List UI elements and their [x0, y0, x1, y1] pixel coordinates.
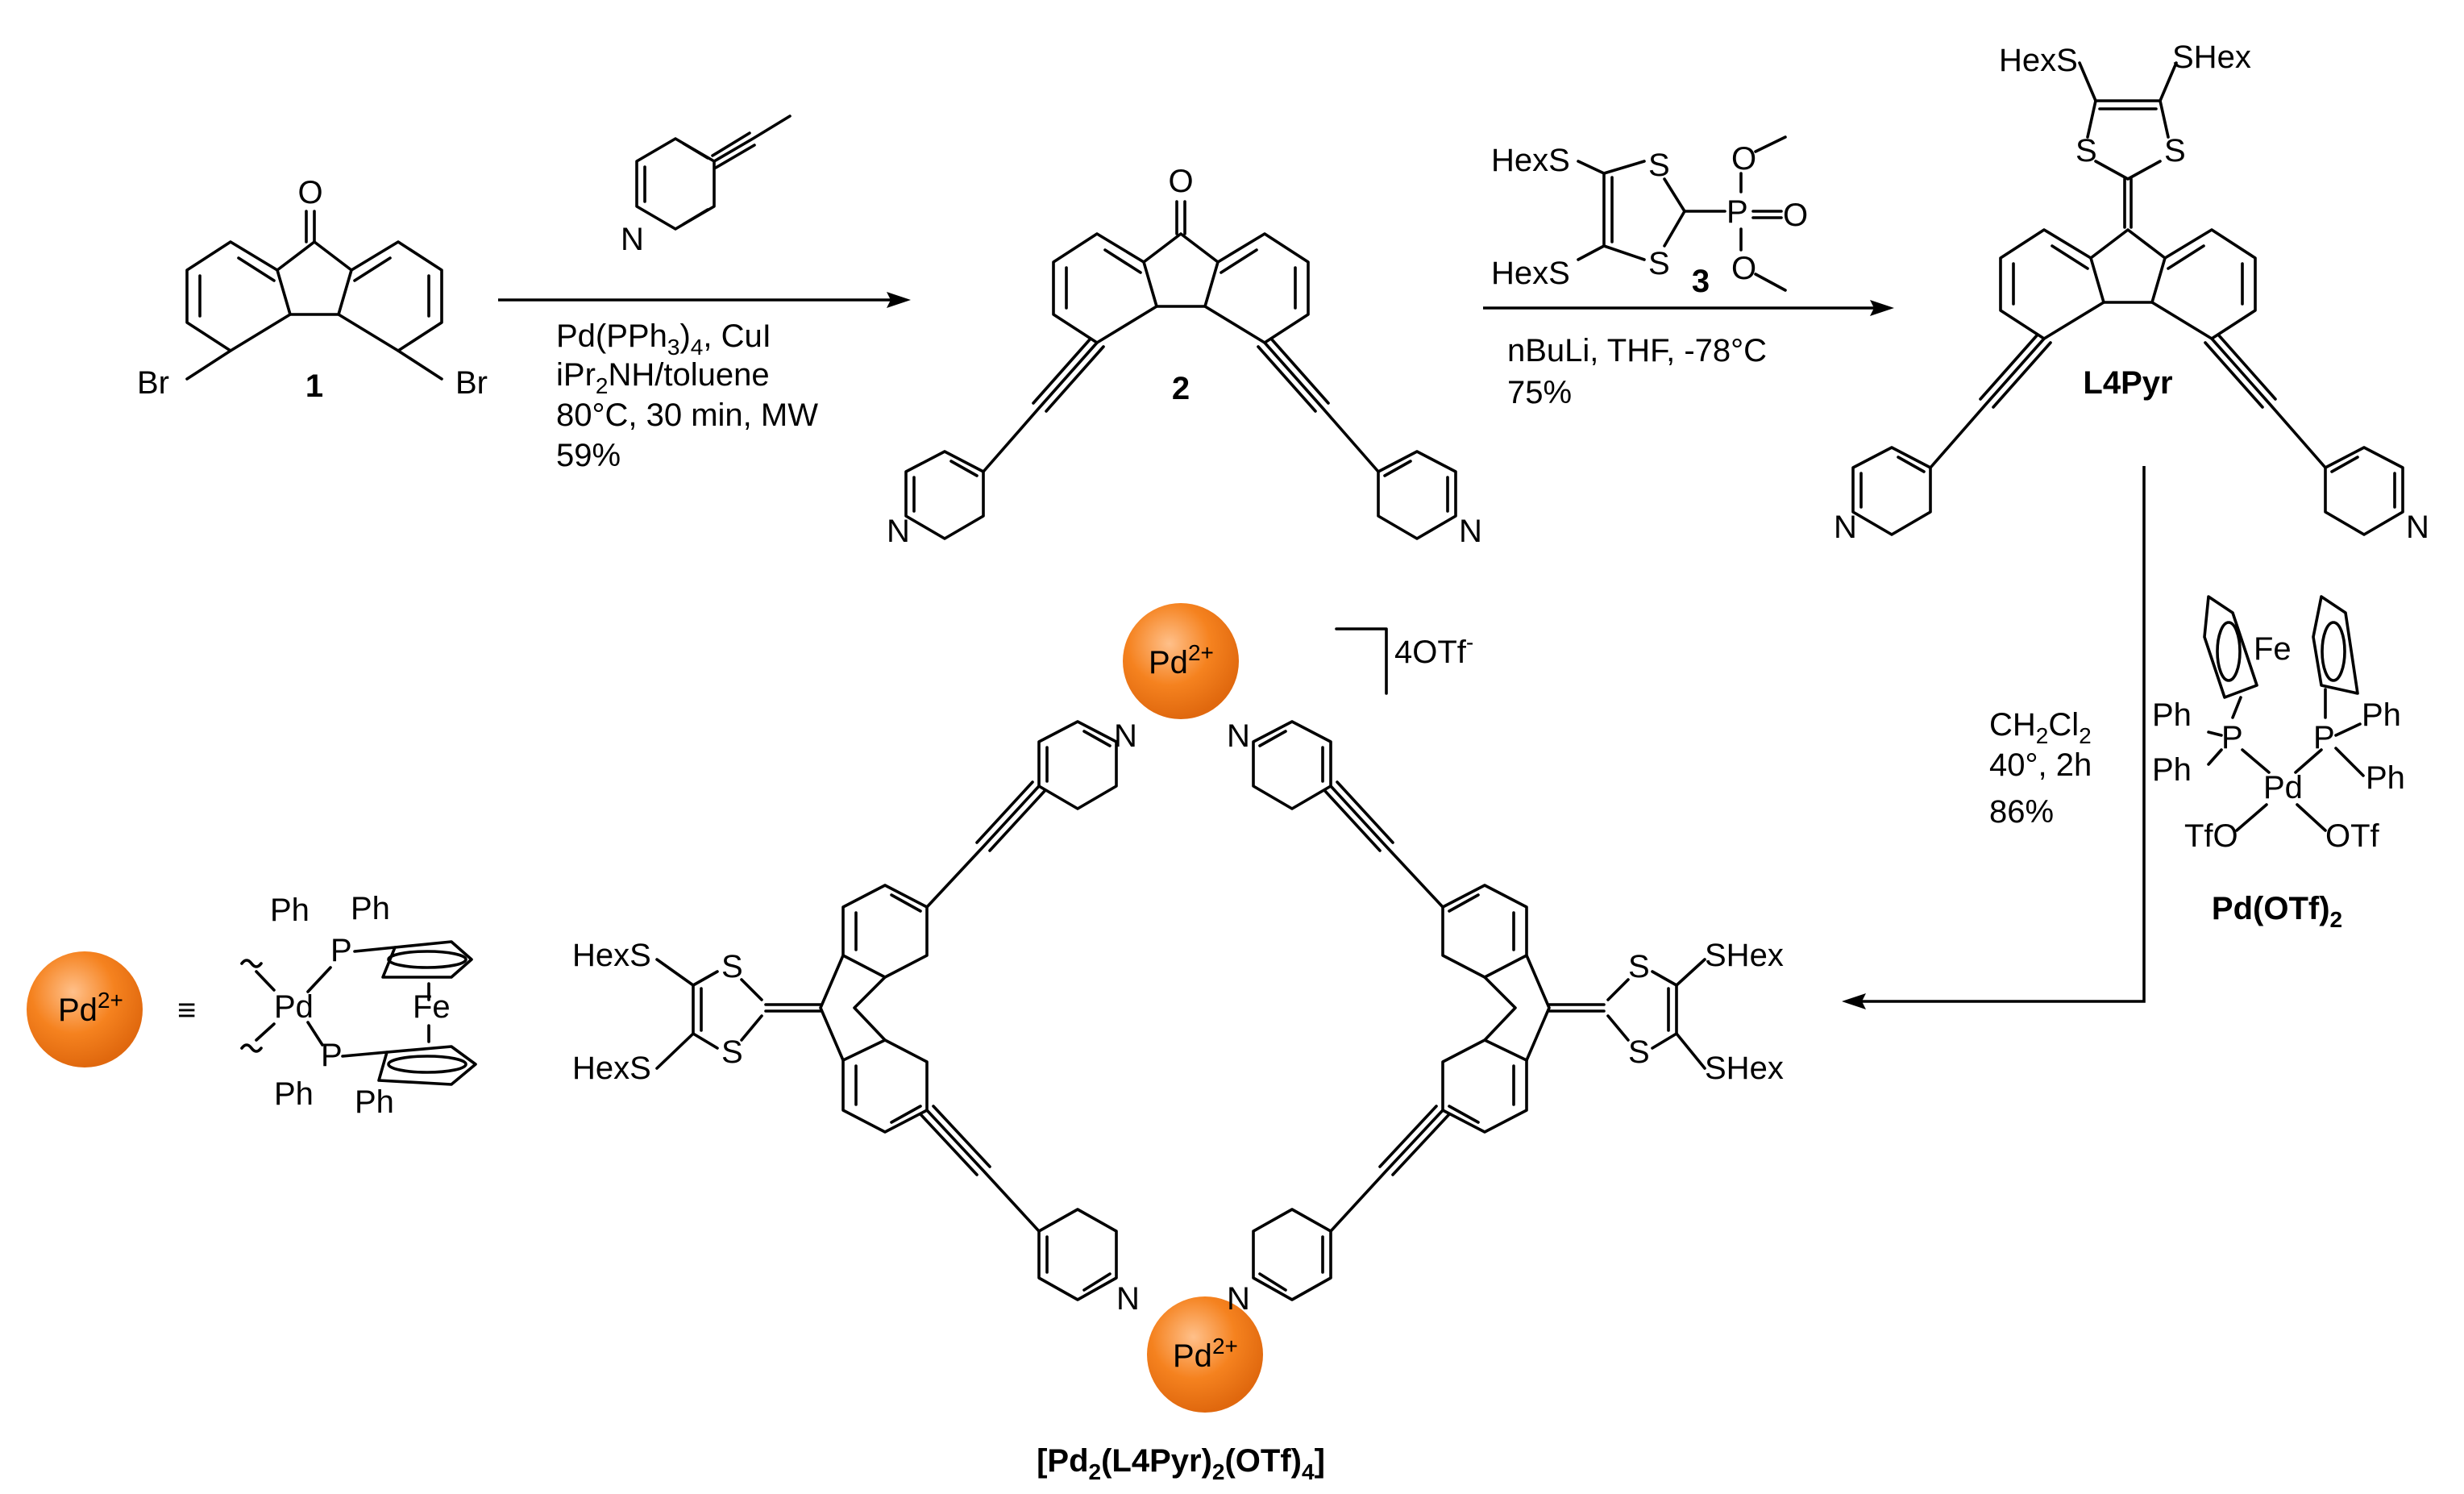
- step2-conditions: nBuLi, THF, -78°C 75%: [1507, 333, 1767, 410]
- cage-pyridine-n-tr: N: [1227, 718, 1250, 754]
- pd-sphere-legend: Pd2+ ≡ Ph Ph P Pd P Ph Ph Fe: [27, 891, 477, 1120]
- step2-yield: 75%: [1507, 375, 1572, 410]
- legend-phosphorus-top: P: [330, 933, 352, 968]
- cage-right-shex-top: SHex: [1705, 938, 1784, 973]
- reaction-arrow-3: [1842, 466, 2146, 1009]
- cage-right-shex-bottom: SHex: [1705, 1051, 1784, 1086]
- l4pyr-pyridine-n-left: N: [1834, 510, 1857, 545]
- l4pyr-pyridine-n-right: N: [2406, 510, 2429, 545]
- legend-ph-1: Ph: [270, 893, 310, 928]
- reagent3-methoxy-o-top: O: [1731, 141, 1756, 177]
- cage-left-sulfur-top: S: [721, 949, 743, 984]
- cage-left-hexs-top: HexS: [572, 938, 651, 973]
- step2-reagents: nBuLi, THF, -78°C: [1507, 333, 1767, 368]
- bromine-right: Br: [455, 365, 488, 401]
- reagent3-phosphorus: P: [1726, 194, 1748, 230]
- reagent3-sulfur-b: S: [1648, 246, 1670, 281]
- legend-palladium: Pd: [274, 989, 314, 1025]
- compound-1-dibromofluorenone: O Br Br 1: [137, 175, 488, 404]
- complex-ph-4: Ph: [2366, 760, 2405, 796]
- carbonyl-oxygen-1: O: [297, 175, 322, 210]
- compound-2-bis-pyridylethynyl-fluorenone: O N N 2: [887, 164, 1482, 549]
- complex-palladium: Pd: [2263, 770, 2303, 805]
- compound-l4pyr-ligand: HexS SHex S S N N L4Pyr: [1834, 40, 2429, 545]
- reaction-arrow-2: [1483, 300, 1894, 316]
- reaction-arrow-1: [498, 292, 911, 308]
- cage-pd-sphere-top: [1123, 603, 1239, 719]
- bromine-left: Br: [137, 365, 169, 401]
- pd-sphere-legend-ball: [27, 951, 143, 1067]
- reagent3-oxo: O: [1783, 198, 1808, 233]
- step1-catalyst: Pd(PPh3)4, CuI: [556, 318, 771, 360]
- reagent3-hexs-bottom: HexS: [1491, 256, 1570, 291]
- complex-triflate-right: OTf: [2325, 818, 2380, 854]
- cage-pyridine-n-bl: N: [1116, 1281, 1140, 1317]
- pd-dppf-triflate-complex: Fe P P Ph Ph Ph Ph Pd TfO OTf Pd(OTf)2: [2152, 595, 2405, 932]
- legend-ph-2: Ph: [351, 891, 390, 926]
- step3-temperature-time: 40°, 2h: [1989, 747, 2092, 783]
- reagent3-hexs-top: HexS: [1491, 143, 1570, 178]
- legend-iron: Fe: [413, 989, 451, 1025]
- cage-left-hexs-bottom: HexS: [572, 1051, 651, 1086]
- cage-pd-bottom-label: Pd2+: [1173, 1334, 1238, 1374]
- compound-label-3: 3: [1692, 264, 1710, 299]
- phosphonate-reagent-3: HexS HexS S S P O O O 3: [1491, 135, 1808, 299]
- step3-solvent: CH2Cl2: [1989, 707, 2092, 748]
- pyridine-nitrogen-2a: N: [887, 514, 910, 549]
- complex-ph-1: Ph: [2152, 697, 2192, 733]
- complex-ph-2: Ph: [2152, 752, 2192, 788]
- legend-phosphorus-bottom: P: [321, 1038, 343, 1073]
- step1-temperature-time: 80°C, 30 min, MW: [556, 397, 818, 433]
- cage-right-sulfur-top: S: [1628, 949, 1650, 984]
- l4pyr-hexs: HexS: [1999, 43, 2078, 78]
- l4pyr-shex: SHex: [2172, 40, 2251, 75]
- cage-pd-top-label: Pd2+: [1149, 640, 1214, 680]
- step3-yield: 86%: [1989, 794, 2054, 830]
- complex-triflate-left: TfO: [2184, 818, 2238, 854]
- compound-label-cage: [Pd2(L4Pyr)2(OTf)4]: [1037, 1443, 1325, 1484]
- reagent3-sulfur-a: S: [1648, 148, 1670, 183]
- cage-pd-sphere-bottom: [1147, 1296, 1263, 1413]
- step1-yield: 59%: [556, 438, 621, 473]
- counterion-label: 4OTf-: [1394, 630, 1473, 670]
- reagent3-methoxy-o-bottom: O: [1731, 251, 1756, 286]
- pyridine-nitrogen-2b: N: [1459, 514, 1482, 549]
- reagent-pyridine-nitrogen: N: [621, 222, 644, 257]
- compound-label-l4pyr: L4Pyr: [2083, 365, 2172, 401]
- carbonyl-oxygen-2: O: [1168, 164, 1193, 199]
- step3-conditions: CH2Cl2 40°, 2h 86%: [1989, 707, 2092, 830]
- compound-label-2: 2: [1172, 371, 1190, 406]
- ethynylpyridine-reagent: N: [621, 114, 792, 257]
- l4pyr-sulfur-left: S: [2075, 133, 2097, 169]
- complex-ph-3: Ph: [2362, 697, 2401, 733]
- pd-sphere-legend-label: Pd2+: [58, 988, 123, 1028]
- step1-conditions: Pd(PPh3)4, CuI iPr2NH/toluene 80°C, 30 m…: [556, 318, 818, 473]
- cage-pyridine-n-tl: N: [1114, 718, 1137, 754]
- step1-solvent: iPr2NH/toluene: [556, 357, 770, 398]
- complex-iron: Fe: [2254, 631, 2292, 667]
- complex-phosphorus-left: P: [2221, 720, 2243, 755]
- cage-complex: Pd2+ Pd2+ 4OTf- N N S S: [572, 603, 1784, 1484]
- legend-ph-3: Ph: [274, 1076, 314, 1112]
- compound-label-1: 1: [305, 368, 323, 404]
- compound-label-pd-otf2: Pd(OTf)2: [2212, 891, 2342, 932]
- cage-left-sulfur-bottom: S: [721, 1034, 743, 1070]
- complex-phosphorus-right: P: [2313, 720, 2335, 755]
- equivalence-sign: ≡: [177, 993, 196, 1028]
- cage-pyridine-n-br: N: [1227, 1281, 1250, 1317]
- legend-ph-4: Ph: [355, 1084, 394, 1120]
- cage-right-sulfur-bottom: S: [1628, 1034, 1650, 1070]
- l4pyr-sulfur-right: S: [2164, 133, 2186, 169]
